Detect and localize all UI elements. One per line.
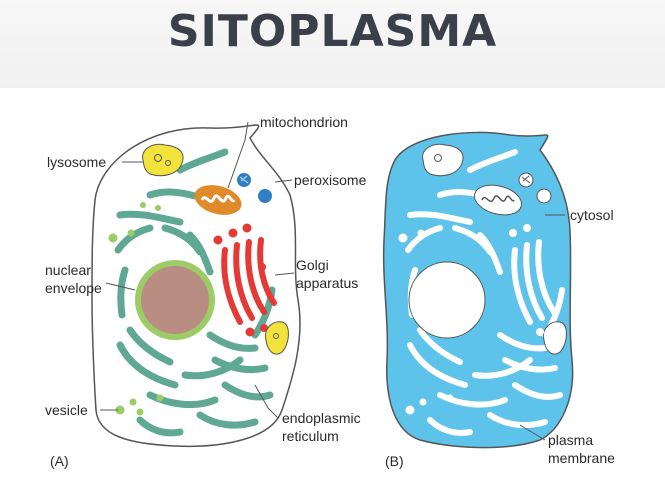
peroxisome-a [237, 173, 272, 203]
cell-b [382, 131, 574, 449]
nucleus-a [141, 266, 209, 334]
vesicles-a [108, 202, 164, 416]
label-mitochondrion: mitochondrion [260, 114, 348, 130]
lysosome-b [422, 143, 567, 355]
label-vesicle: vesicle [45, 402, 88, 418]
label-apparatus: apparatus [296, 275, 358, 291]
peroxisome-b [518, 172, 552, 204]
label-peroxisome: peroxisome [294, 172, 367, 188]
label-membrane: membrane [548, 450, 615, 466]
label-endoplasmic: endoplasmic [282, 410, 361, 426]
label-panel-a: (A) [50, 453, 69, 469]
label-golgi: Golgi [296, 257, 329, 273]
label-panel-b: (B) [385, 453, 404, 469]
golgi-vesicles-a [213, 223, 268, 337]
label-envelope: envelope [45, 280, 102, 296]
label-lysosome: lysosome [47, 154, 106, 170]
label-reticulum: reticulum [282, 428, 339, 444]
label-plasma: plasma [548, 432, 593, 448]
vesicles-b [398, 224, 544, 415]
golgi-apparatus-a [221, 237, 277, 325]
organelles-b [405, 149, 565, 436]
nucleus-b [408, 261, 486, 339]
label-cytosol: cytosol [570, 207, 614, 223]
mitochondrion-a [194, 185, 242, 215]
page-title: SITOPLASMA [167, 6, 498, 57]
label-nuclear: nuclear [45, 262, 91, 278]
cell-a [91, 121, 301, 448]
title-band [0, 0, 665, 88]
mitochondrion-b [474, 184, 522, 216]
lysosome-a [142, 143, 289, 355]
